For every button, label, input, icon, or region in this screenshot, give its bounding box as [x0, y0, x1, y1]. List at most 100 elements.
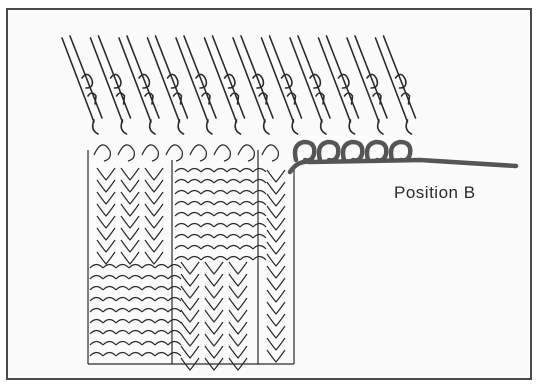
purl-bump [116, 265, 129, 269]
purl-bump [103, 320, 116, 324]
knit-stitch [229, 286, 247, 298]
knit-stitch [145, 168, 163, 180]
knit-stitch [205, 322, 223, 334]
purl-bump [214, 235, 227, 239]
stitch-loop [262, 145, 278, 161]
purl-bump [240, 180, 253, 184]
purl-bump [103, 298, 116, 302]
purl-bump [90, 320, 103, 324]
purl-bump [103, 265, 116, 269]
stitch-loop [238, 145, 254, 161]
knit-stitch [121, 240, 139, 252]
purl-bump [175, 246, 188, 250]
purl-bump [240, 235, 253, 239]
purl-bump [103, 353, 116, 357]
knit-stitch [267, 302, 285, 314]
purl-bump [227, 169, 240, 173]
knit-stitch [181, 274, 199, 286]
knit-stitch [97, 240, 115, 252]
purl-bump [253, 224, 266, 228]
purl-bump [116, 320, 129, 324]
purl-bump [214, 224, 227, 228]
purl-bump [175, 257, 188, 261]
knit-stitch [229, 346, 247, 358]
purl-bump [142, 287, 155, 291]
knit-stitch [97, 228, 115, 240]
knit-stitch [205, 286, 223, 298]
purl-bump [201, 169, 214, 173]
purl-bump [129, 298, 142, 302]
purl-bump [201, 235, 214, 239]
purl-bump [129, 265, 142, 269]
purl-bump [142, 298, 155, 302]
knit-stitch [181, 298, 199, 310]
knit-stitch [121, 192, 139, 204]
purl-bump [188, 169, 201, 173]
held-loop [295, 142, 314, 160]
knit-stitch [145, 204, 163, 216]
purl-bump [175, 180, 188, 184]
purl-bump [116, 331, 129, 335]
purl-bump [116, 298, 129, 302]
purl-bump [240, 169, 253, 173]
position-label: Position B [394, 183, 476, 203]
purl-bump [155, 309, 168, 313]
purl-bump [142, 276, 155, 280]
held-yarn [290, 142, 516, 172]
knit-stitch [97, 180, 115, 192]
knit-stitch [229, 262, 247, 274]
purl-bump [129, 353, 142, 357]
held-loop [367, 142, 386, 160]
knit-stitch [267, 206, 285, 218]
knit-stitch [97, 204, 115, 216]
purl-bump [240, 191, 253, 195]
purl-bump [90, 276, 103, 280]
purl-bump [129, 309, 142, 313]
knit-stitch [205, 274, 223, 286]
purl-bump [142, 342, 155, 346]
purl-bump [129, 342, 142, 346]
knit-stitch [145, 180, 163, 192]
purl-bump [227, 257, 240, 261]
purl-bump [227, 235, 240, 239]
purl-bump [240, 213, 253, 217]
purl-bump [253, 246, 266, 250]
knit-stitch [145, 192, 163, 204]
purl-bump [201, 180, 214, 184]
purl-bump [214, 202, 227, 206]
knit-stitch [145, 216, 163, 228]
purl-bump [142, 331, 155, 335]
purl-bump [201, 224, 214, 228]
purl-bump [253, 202, 266, 206]
stitch-loop [142, 145, 158, 161]
purl-bump [188, 213, 201, 217]
knit-stitch [145, 240, 163, 252]
purl-bump [227, 180, 240, 184]
purl-bump [168, 265, 181, 269]
purl-bump [227, 224, 240, 228]
purl-bump [188, 191, 201, 195]
purl-bump [175, 213, 188, 217]
purl-bump [253, 213, 266, 217]
purl-bump [116, 276, 129, 280]
purl-bump [90, 331, 103, 335]
knit-stitch [229, 334, 247, 346]
knit-stitch [205, 298, 223, 310]
purl-bump [201, 202, 214, 206]
purl-bump [142, 320, 155, 324]
purl-bump [168, 298, 181, 302]
knit-stitch [181, 262, 199, 274]
knit-stitch [145, 228, 163, 240]
purl-bump [155, 320, 168, 324]
purl-bump [90, 353, 103, 357]
purl-bump [168, 320, 181, 324]
purl-bump [214, 213, 227, 217]
purl-bump [168, 287, 181, 291]
purl-bump [90, 298, 103, 302]
purl-bump [253, 180, 266, 184]
yarn-tail [290, 160, 516, 172]
purl-bump [240, 202, 253, 206]
purl-bump [116, 309, 129, 313]
purl-bump [90, 265, 103, 269]
knit-stitch [181, 346, 199, 358]
